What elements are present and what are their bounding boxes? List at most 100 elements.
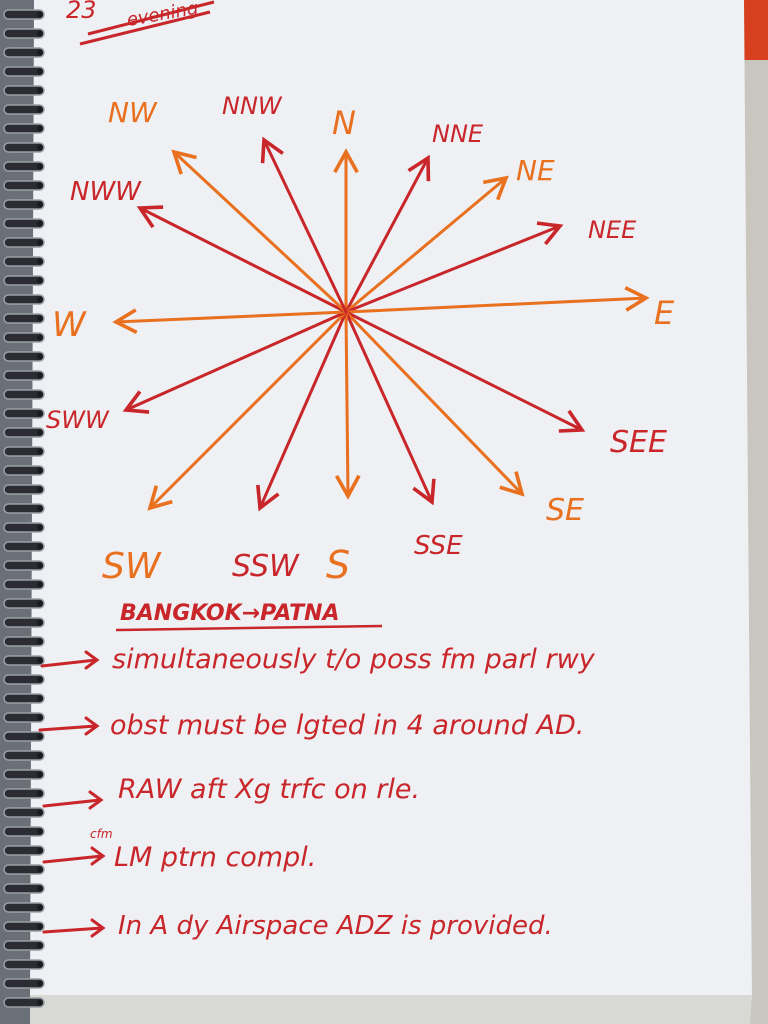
spiral-ring bbox=[3, 636, 45, 647]
spiral-ring bbox=[3, 446, 45, 457]
punch-hole bbox=[37, 866, 43, 873]
spiral-ring bbox=[3, 750, 45, 761]
spiral-ring bbox=[3, 845, 45, 856]
note-cfm-label: cfm bbox=[90, 827, 113, 841]
spiral-ring bbox=[3, 712, 45, 723]
punch-hole bbox=[37, 239, 43, 246]
notebook-page bbox=[30, 0, 752, 1000]
punch-hole bbox=[37, 277, 43, 284]
spiral-ring bbox=[3, 123, 45, 134]
notes-list bbox=[38, 650, 106, 938]
ray-nnw bbox=[260, 136, 348, 314]
punch-hole bbox=[37, 562, 43, 569]
punch-hole bbox=[37, 790, 43, 797]
punch-hole bbox=[37, 125, 43, 132]
punch-hole bbox=[37, 676, 43, 683]
spiral-ring bbox=[3, 541, 45, 552]
ray-s bbox=[334, 310, 361, 500]
punch-hole bbox=[37, 467, 43, 474]
bullet-arrow-1 bbox=[40, 650, 100, 670]
spiral-ring bbox=[3, 769, 45, 780]
ray-ne bbox=[344, 175, 509, 314]
note-line-4: LM ptrn compl. bbox=[114, 842, 316, 873]
punch-hole bbox=[37, 923, 43, 930]
spiral-ring bbox=[3, 161, 45, 172]
punch-hole bbox=[37, 752, 43, 759]
punch-hole bbox=[37, 30, 43, 37]
heading-underline bbox=[115, 624, 383, 632]
punch-hole bbox=[37, 315, 43, 322]
punch-hole bbox=[37, 11, 43, 18]
bullet-arrow-2 bbox=[38, 716, 100, 736]
ray-see bbox=[344, 310, 586, 433]
spiral-ring bbox=[3, 47, 45, 58]
punch-hole bbox=[37, 49, 43, 56]
punch-hole bbox=[37, 638, 43, 645]
label-nne: NNE bbox=[432, 120, 484, 148]
spiral-binding bbox=[3, 9, 45, 1008]
spiral-ring bbox=[3, 218, 45, 229]
label-w: W bbox=[52, 305, 87, 345]
spiral-ring bbox=[3, 66, 45, 77]
spiral-ring bbox=[3, 256, 45, 267]
punch-hole bbox=[37, 809, 43, 816]
spiral-ring bbox=[3, 332, 45, 343]
label-nee: NEE bbox=[588, 216, 637, 244]
punch-hole bbox=[37, 429, 43, 436]
spiral-ring bbox=[3, 864, 45, 875]
punch-hole bbox=[37, 258, 43, 265]
label-e: E bbox=[654, 294, 675, 332]
spiral-ring bbox=[3, 85, 45, 96]
label-se: SE bbox=[546, 493, 584, 528]
spiral-ring bbox=[3, 28, 45, 39]
spiral-ring bbox=[3, 826, 45, 837]
spiral-ring bbox=[3, 389, 45, 400]
punch-hole bbox=[37, 714, 43, 721]
spiral-ring bbox=[3, 959, 45, 970]
spiral-ring bbox=[3, 180, 45, 191]
punch-hole bbox=[37, 600, 43, 607]
punch-hole bbox=[37, 391, 43, 398]
punch-hole bbox=[37, 201, 43, 208]
spiral-ring bbox=[3, 940, 45, 951]
ray-sw bbox=[147, 310, 348, 511]
note-line-3: RAW aft Xg trfc on rle. bbox=[118, 774, 420, 805]
ray-sse bbox=[344, 310, 436, 506]
spiral-ring bbox=[3, 579, 45, 590]
spiral-ring bbox=[3, 807, 45, 818]
spiral-ring bbox=[3, 522, 45, 533]
spiral-ring bbox=[3, 370, 45, 381]
spiral-ring bbox=[3, 408, 45, 419]
spiral-ring bbox=[3, 427, 45, 438]
punch-hole bbox=[37, 87, 43, 94]
spiral-ring bbox=[3, 142, 45, 153]
punch-hole bbox=[37, 961, 43, 968]
spiral-ring bbox=[3, 902, 45, 913]
label-ssw: SSW bbox=[232, 549, 300, 584]
punch-hole bbox=[37, 505, 43, 512]
spiral-ring bbox=[3, 104, 45, 115]
spiral-ring bbox=[3, 9, 45, 20]
punch-hole bbox=[37, 695, 43, 702]
punch-hole bbox=[37, 847, 43, 854]
punch-hole bbox=[37, 524, 43, 531]
label-n: N bbox=[332, 104, 356, 142]
compass-rays bbox=[112, 136, 650, 512]
spiral-ring bbox=[3, 997, 45, 1008]
label-see: SEE bbox=[610, 425, 667, 460]
header-scribble: 23 bbox=[66, 0, 97, 24]
spiral-ring bbox=[3, 617, 45, 628]
label-s: S bbox=[326, 543, 350, 587]
punch-hole bbox=[37, 619, 43, 626]
page-bottom-edge bbox=[30, 995, 752, 1024]
spiral-ring bbox=[3, 313, 45, 324]
punch-hole bbox=[37, 999, 43, 1006]
ray-sww bbox=[122, 310, 348, 414]
spiral-ring bbox=[3, 978, 45, 989]
punch-hole bbox=[37, 106, 43, 113]
spiral-ring bbox=[3, 503, 45, 514]
punch-hole bbox=[37, 486, 43, 493]
punch-hole bbox=[37, 980, 43, 987]
spiral-ring bbox=[3, 883, 45, 894]
punch-hole bbox=[37, 733, 43, 740]
